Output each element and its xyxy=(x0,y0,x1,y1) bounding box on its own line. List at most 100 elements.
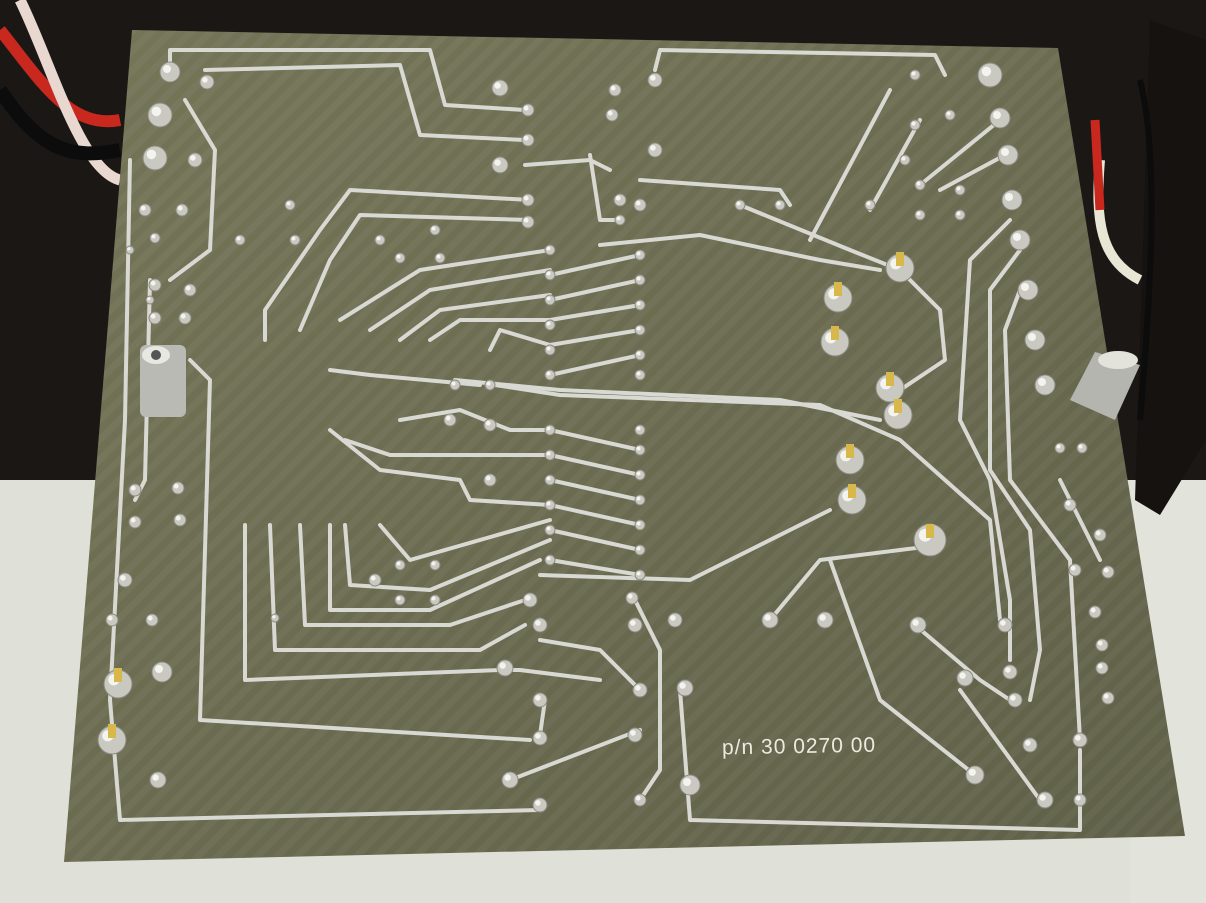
solder-joint xyxy=(634,299,646,311)
solder-joint xyxy=(634,494,646,506)
solder-joint xyxy=(944,109,956,121)
solder-joint xyxy=(1088,605,1102,619)
solder-joint xyxy=(449,379,461,391)
trace xyxy=(633,598,662,802)
solder-joint xyxy=(521,215,535,229)
solder-joint xyxy=(997,144,1019,166)
solder-joint xyxy=(128,483,142,497)
solder-joint xyxy=(394,559,406,571)
standoff-right xyxy=(1070,351,1140,420)
solder-joint xyxy=(634,519,646,531)
solder-joint xyxy=(368,573,382,587)
solder-joint xyxy=(1036,791,1054,809)
trace xyxy=(493,383,1002,622)
solder-joint xyxy=(965,765,985,785)
trace xyxy=(548,303,642,322)
trace xyxy=(168,98,217,282)
solder-joint xyxy=(909,616,927,634)
trace xyxy=(898,268,947,392)
trace xyxy=(808,88,892,242)
trace xyxy=(548,558,642,577)
solder-joint xyxy=(633,198,647,212)
trace xyxy=(598,233,882,272)
solder-joint xyxy=(544,344,556,356)
solder-joint xyxy=(605,108,619,122)
solder-joint xyxy=(544,449,556,461)
trace xyxy=(653,48,947,77)
solder-joint xyxy=(634,424,646,436)
trace xyxy=(538,508,832,582)
trace xyxy=(1003,288,1082,742)
solder-joint xyxy=(544,499,556,511)
solder-joint xyxy=(954,209,966,221)
solder-joint xyxy=(997,617,1013,633)
solder-joint xyxy=(522,592,538,608)
solder-joint xyxy=(914,209,926,221)
black-wire xyxy=(0,86,122,161)
solder-joint xyxy=(899,154,911,166)
solder-joint xyxy=(544,369,556,381)
trace xyxy=(548,503,642,527)
trace xyxy=(368,268,552,332)
solder-joint xyxy=(1001,189,1023,211)
solder-joint xyxy=(125,245,135,255)
solder-joint xyxy=(613,193,627,207)
solder-joint xyxy=(544,524,556,536)
solder-joint xyxy=(149,771,167,789)
trace xyxy=(548,328,642,347)
solder-joint xyxy=(496,659,514,677)
solder-joint xyxy=(1002,664,1018,680)
solder-joint xyxy=(374,234,386,246)
solder-joint xyxy=(608,83,622,97)
solder-joint xyxy=(647,72,663,88)
solder-joint xyxy=(483,473,497,487)
trace xyxy=(328,368,482,387)
part-number-label: p/n 30 0270 00 xyxy=(721,733,877,760)
trace xyxy=(378,518,552,562)
solder-joint xyxy=(429,559,441,571)
solder-joint xyxy=(1022,737,1038,753)
solder-joint xyxy=(633,793,647,807)
solder-joint xyxy=(544,474,556,486)
solder-joint xyxy=(183,283,197,297)
solder-joint xyxy=(151,661,173,683)
solder-joint xyxy=(820,326,850,357)
solder-joint xyxy=(145,295,155,305)
solder-joint xyxy=(634,324,646,336)
solder-joint xyxy=(429,224,441,236)
solder-joint xyxy=(521,133,535,147)
solder-joint xyxy=(491,79,509,97)
solder-joint xyxy=(667,612,683,628)
solder-joint xyxy=(1095,661,1109,675)
solder-joint xyxy=(544,319,556,331)
trace xyxy=(298,213,532,332)
solder-joint xyxy=(634,249,646,261)
solder-joint xyxy=(289,234,301,246)
solder-joint xyxy=(627,727,643,743)
solder-joint xyxy=(956,669,974,687)
solder-joint xyxy=(632,682,648,698)
solder-joint xyxy=(138,203,152,217)
solder-joint xyxy=(634,349,646,361)
solder-joint xyxy=(97,724,127,755)
solder-joint xyxy=(875,372,905,403)
trace xyxy=(548,428,642,452)
trace xyxy=(343,438,552,457)
solder-joint xyxy=(634,469,646,481)
trace xyxy=(588,153,622,222)
solder-joint xyxy=(532,730,548,746)
solder-joint xyxy=(443,413,457,427)
solder-joint xyxy=(1007,692,1023,708)
solder-joint xyxy=(823,282,853,313)
trace xyxy=(988,248,1042,702)
solder-joint xyxy=(954,184,966,196)
trace xyxy=(343,523,552,592)
solder-joint xyxy=(679,774,701,796)
solder-joint xyxy=(544,554,556,566)
trace xyxy=(938,153,1007,192)
solder-joint xyxy=(913,523,947,557)
solder-joint xyxy=(835,444,865,475)
solder-joint xyxy=(532,797,548,813)
